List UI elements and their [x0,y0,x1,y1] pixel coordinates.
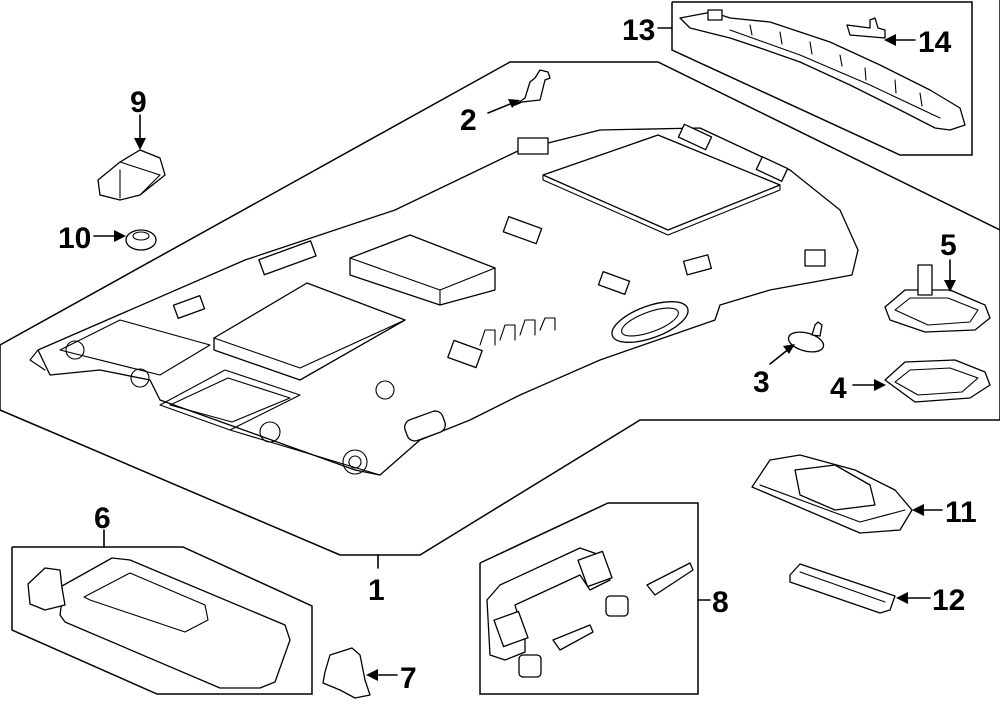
leader-lines [93,27,956,681]
callout-11[interactable]: 11 [945,496,977,529]
callout-4[interactable]: 4 [830,372,847,405]
sun-visor[interactable] [27,557,291,689]
callout-13[interactable]: 13 [622,14,655,47]
grab-handle-assembly[interactable] [486,547,694,678]
callout-7[interactable]: 7 [400,662,417,695]
callouts: 1 2 3 4 5 6 7 8 9 10 11 12 13 14 [58,14,977,695]
roof-rail-trim[interactable] [679,9,966,131]
callout-2[interactable]: 2 [460,104,477,137]
part-6-frame [11,546,313,695]
callout-1[interactable]: 1 [368,574,385,607]
headliner[interactable] [29,123,859,476]
dome-lamp-housing[interactable] [884,264,991,333]
map-lamp-assembly[interactable] [751,454,913,534]
part-8-frame [479,502,699,695]
callout-12[interactable]: 12 [932,584,965,617]
callout-14[interactable]: 14 [918,26,952,59]
retainer-clip-top[interactable] [514,69,551,106]
retainer-clip[interactable] [786,321,825,355]
callout-8[interactable]: 8 [712,586,729,619]
visor-holder[interactable] [322,647,371,699]
headliner-group-frame [0,0,1000,556]
nut-cap[interactable] [125,229,157,251]
trim-clip[interactable] [846,17,886,39]
callout-5[interactable]: 5 [940,229,957,262]
part-13-frame [671,1,973,156]
dome-lamp-base[interactable] [884,359,991,403]
center-block [349,234,496,306]
lamp-lens[interactable] [789,563,896,614]
callout-3[interactable]: 3 [753,366,770,399]
callout-10[interactable]: 10 [58,222,91,255]
callout-9[interactable]: 9 [130,86,147,119]
callout-6[interactable]: 6 [94,502,111,535]
sensor-module[interactable] [97,149,166,201]
